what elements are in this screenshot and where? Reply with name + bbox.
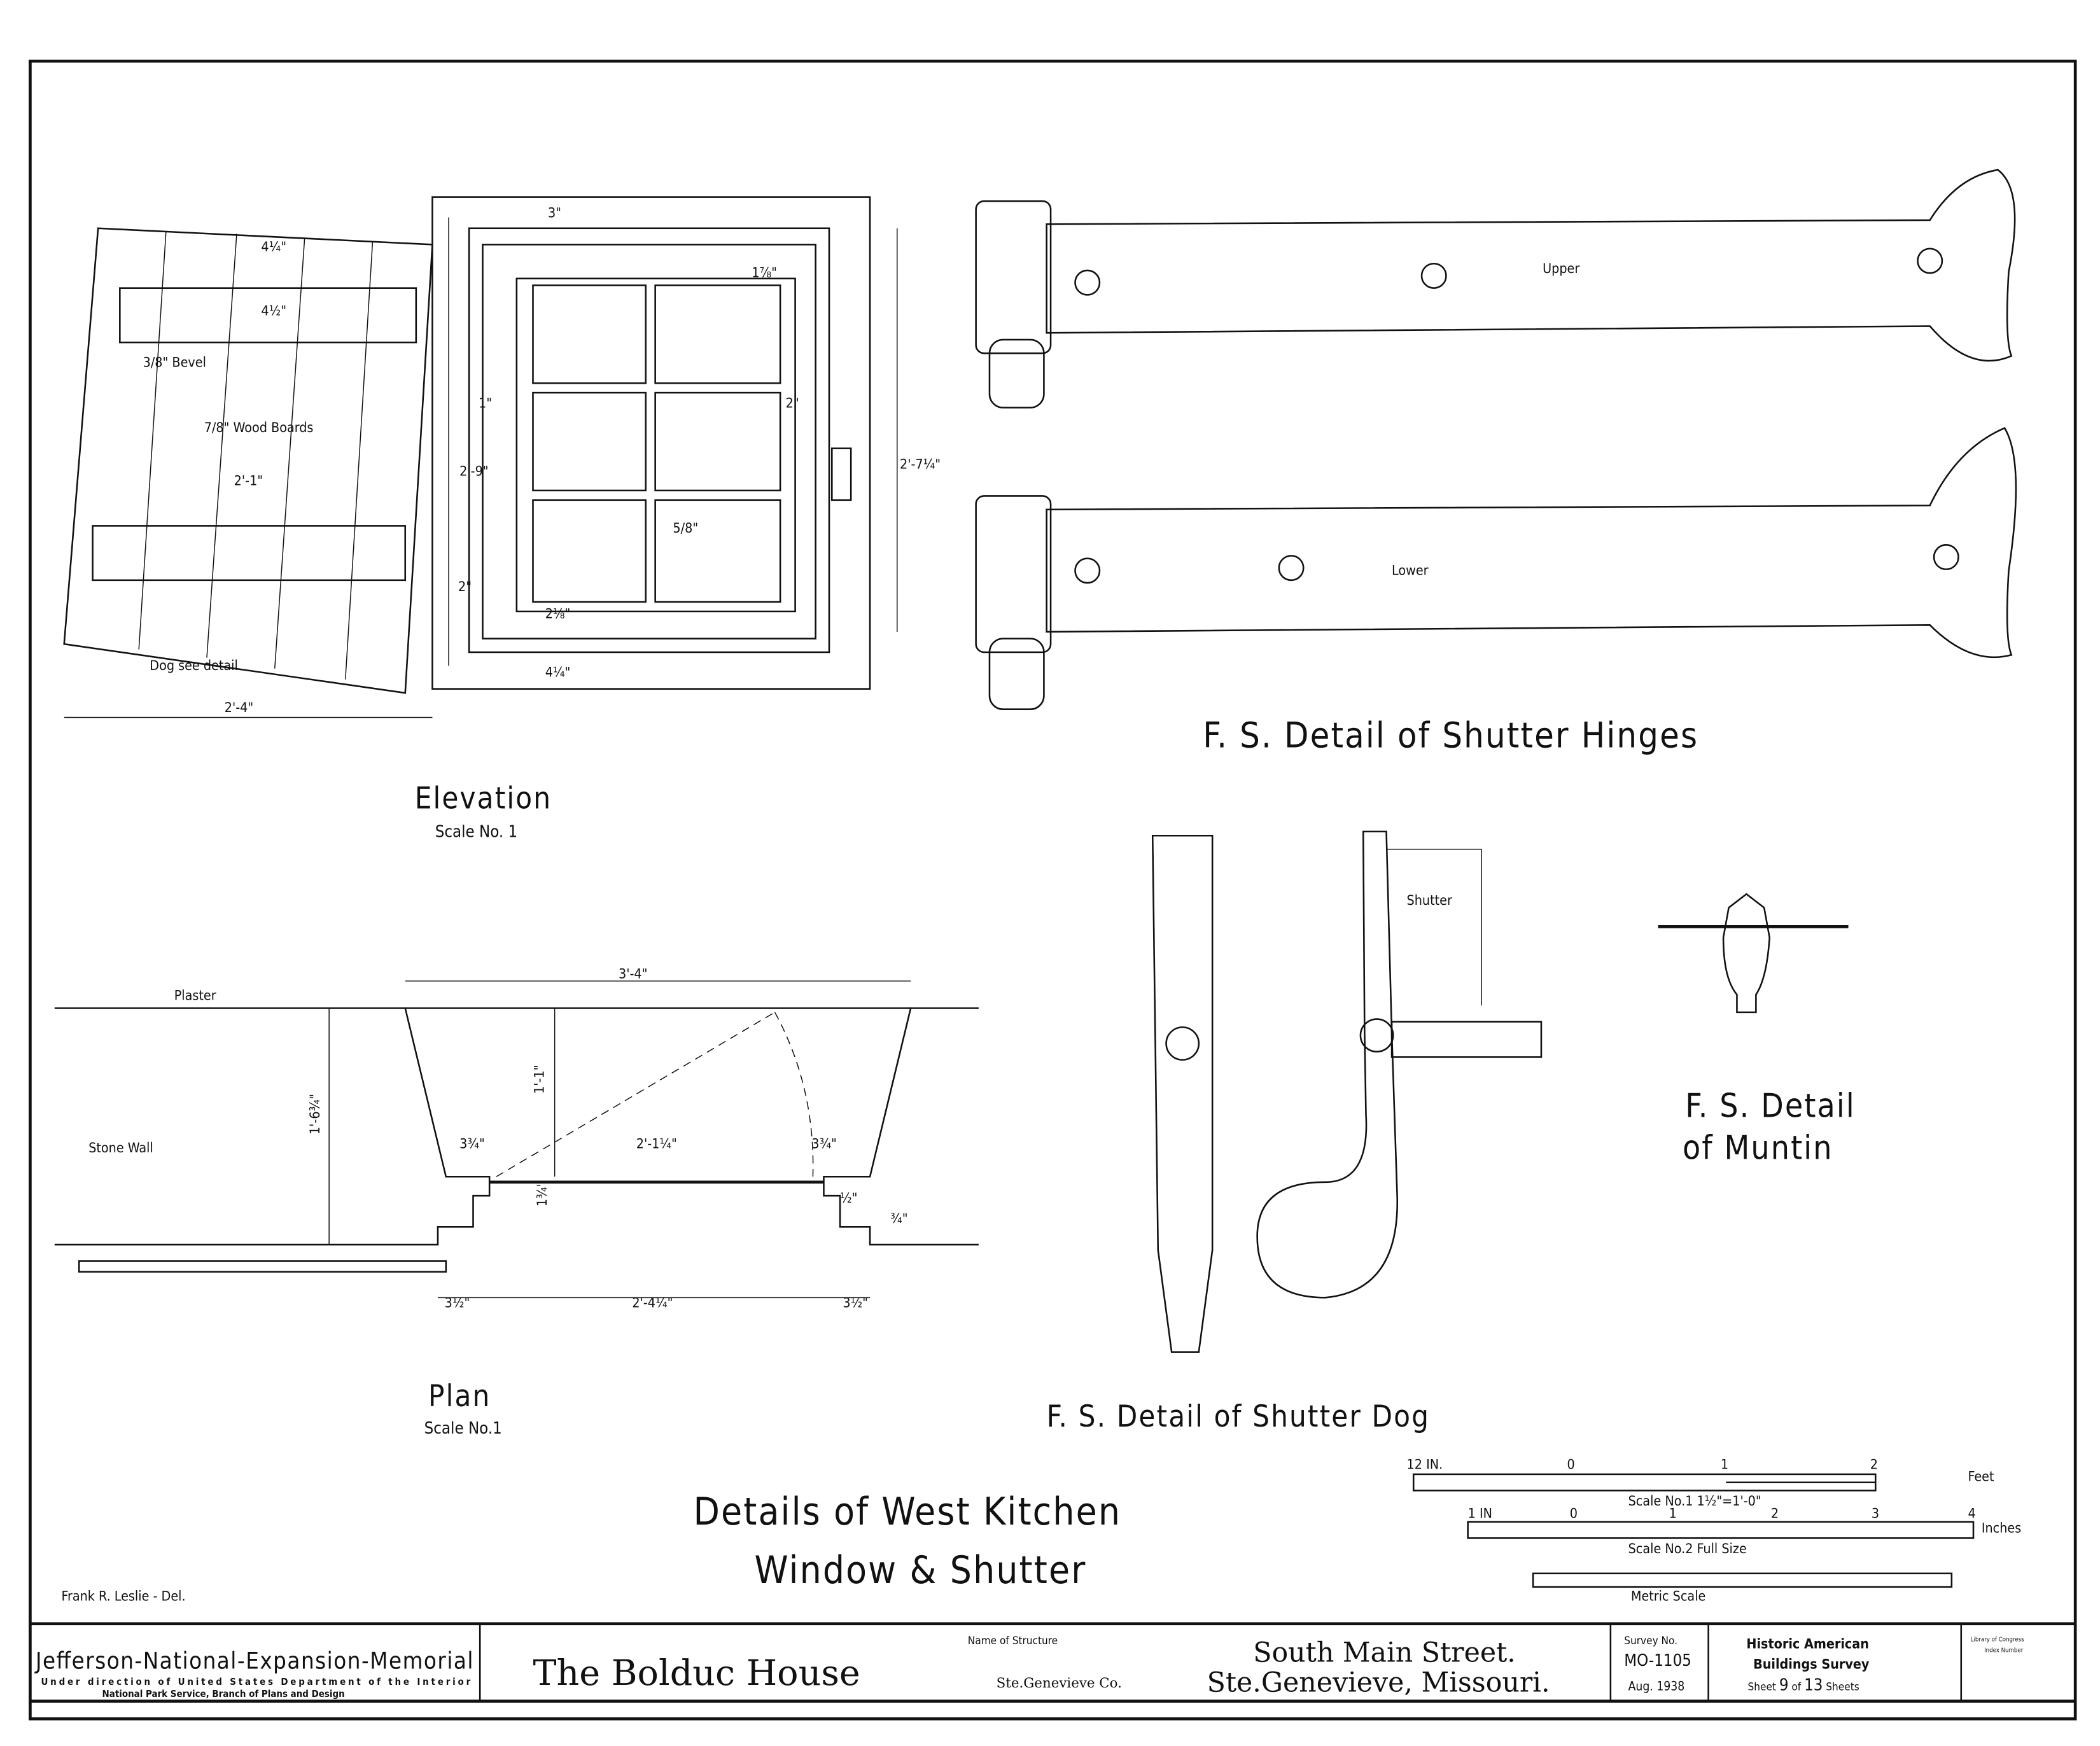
scale1-unit: Feet (1968, 1469, 1994, 1485)
scale-tick: 0 (1570, 1505, 1578, 1521)
boards-note: 7/8" Wood Boards (204, 420, 314, 436)
graphic-scales: 12 IN. 0 1 2 Feet Scale No.1 1½"=1'-0" 1… (1407, 1456, 2022, 1604)
city: Ste.Genevieve, Missouri. (1207, 1667, 1550, 1699)
dim: 1⅞" (752, 265, 777, 281)
scale-tick: 2 (1870, 1456, 1878, 1472)
scale-tick: 3 (1872, 1505, 1879, 1521)
muntin-title-line2: of Muntin (1683, 1129, 1833, 1168)
sheet-count: Sheet 9 of 13 Sheets (1748, 1675, 1859, 1694)
lower-label: Lower (1392, 562, 1429, 578)
sheet-title-line1: Details of West Kitchen (693, 1490, 1121, 1534)
structure-label: Name of Structure (968, 1635, 1058, 1647)
county: Ste.Genevieve Co. (997, 1675, 1122, 1691)
plan-drawing: Plaster Stone Wall 3'-4" 1'-1" 1'-6¾" 3¾… (54, 966, 979, 1438)
window-sash (515, 277, 796, 613)
hinge-lower: Lower (975, 427, 2017, 710)
dog-note: Dog see detail (150, 658, 238, 674)
shutter-dog-drawing: Shutter F. S. Detail of Shutter Dog (1047, 830, 1543, 1434)
scale-tick: 2 (1771, 1505, 1779, 1521)
scale-tick: 1 (1721, 1456, 1728, 1472)
dim: 4¼" (545, 664, 571, 680)
dim: 1" (479, 396, 492, 412)
direction-line1: Under direction of United States Departm… (41, 1676, 470, 1687)
bevel-note: 3/8" Bevel (143, 355, 206, 371)
dim: 2'-7¼" (900, 457, 941, 473)
sheet-border (29, 59, 2077, 1721)
dim: 2⅛" (545, 606, 571, 622)
scale-tick: 1 (1669, 1505, 1677, 1521)
survey-label: Survey No. (1624, 1635, 1677, 1647)
dim: ½" (840, 1191, 857, 1206)
dim-step-depth: 1¾" (535, 1182, 550, 1207)
dim: 3" (548, 206, 561, 221)
dim: ¾" (890, 1211, 907, 1227)
muntin-title-line1: F. S. Detail (1685, 1087, 1856, 1125)
muntin-drawing: F. S. Detail of Muntin (1658, 893, 1856, 1168)
upper-label: Upper (1543, 261, 1579, 277)
scale1-left: 12 IN. (1407, 1456, 1443, 1472)
dim: 2'-1" (234, 473, 263, 489)
hinges-title: F. S. Detail of Shutter Hinges (1203, 715, 1698, 756)
loc-label: Library of Congress (1971, 1637, 2024, 1644)
stone-wall-note: Stone Wall (88, 1140, 153, 1156)
scale2-label: Scale No.2 Full Size (1628, 1541, 1747, 1557)
dim: 3¾" (811, 1136, 837, 1152)
dim: 4¼" (261, 239, 286, 255)
loc-index-label: Index Number (1984, 1647, 2024, 1654)
street: South Main Street. (1253, 1637, 1516, 1669)
structure-name: The Bolduc House (533, 1652, 860, 1694)
elevation-drawing: 3/8" Bevel 7/8" Wood Boards Dog see deta… (63, 196, 941, 841)
memorial-name: Jefferson-National-Expansion-Memorial (34, 1647, 473, 1674)
shutter (63, 227, 433, 694)
dim: 3½" (843, 1295, 868, 1311)
scale-tick: 4 (1968, 1505, 1975, 1521)
dim: 3¾" (459, 1136, 485, 1152)
scale2-unit: Inches (1982, 1521, 2021, 1537)
metric-scale-label: Metric Scale (1631, 1589, 1705, 1605)
survey-number: MO-1105 (1624, 1651, 1691, 1670)
dim: 2'-9" (459, 463, 488, 479)
dog-title: F. S. Detail of Shutter Dog (1047, 1399, 1430, 1434)
direction-line2: National Park Service, Branch of Plans a… (102, 1688, 345, 1700)
scale2-left: 1 IN (1468, 1505, 1492, 1521)
elevation-scale: Scale No. 1 (435, 822, 517, 841)
survey-date: Aug. 1938 (1628, 1679, 1685, 1693)
plan-title: Plan (428, 1379, 491, 1414)
dim: 2'-4¼" (632, 1295, 673, 1311)
shutter-dog-keeper (830, 447, 852, 501)
scale1-label: Scale No.1 1½"=1'-0" (1628, 1493, 1761, 1509)
dim: 5/8" (673, 520, 698, 536)
scale-tick: 0 (1567, 1456, 1575, 1472)
window-frame-inner (482, 244, 816, 639)
habs-line2: Buildings Survey (1753, 1656, 1870, 1672)
dim: 1'-1" (532, 1065, 548, 1094)
dim: 2" (786, 396, 799, 412)
window-panes (532, 284, 781, 603)
dim: 3½" (445, 1295, 470, 1311)
habs-line1: Historic American (1746, 1636, 1869, 1652)
dim: 2'-1¼" (636, 1136, 677, 1152)
hinge-upper: Upper (975, 169, 2016, 409)
dim: 4½" (261, 303, 286, 319)
dim: 2'-4" (225, 700, 253, 716)
sheet-title-line2: Window & Shutter (755, 1549, 1087, 1593)
window-frame-outer (431, 196, 871, 690)
window-frame (468, 227, 830, 653)
shutter-note: Shutter (1407, 893, 1452, 909)
plan-scale: Scale No.1 (424, 1419, 502, 1438)
shutter-batten-upper (119, 287, 417, 344)
delineator: Frank R. Leslie - Del. (61, 1589, 185, 1605)
title-block: Jefferson-National-Expansion-Memorial Un… (30, 1623, 2076, 1703)
dim: 1'-6¾" (307, 1094, 323, 1135)
dim: 2" (458, 579, 472, 595)
shutter-batten-lower (92, 525, 407, 582)
plaster-note: Plaster (174, 988, 216, 1004)
elevation-title: Elevation (415, 781, 552, 816)
dim: 3'-4" (619, 966, 647, 982)
